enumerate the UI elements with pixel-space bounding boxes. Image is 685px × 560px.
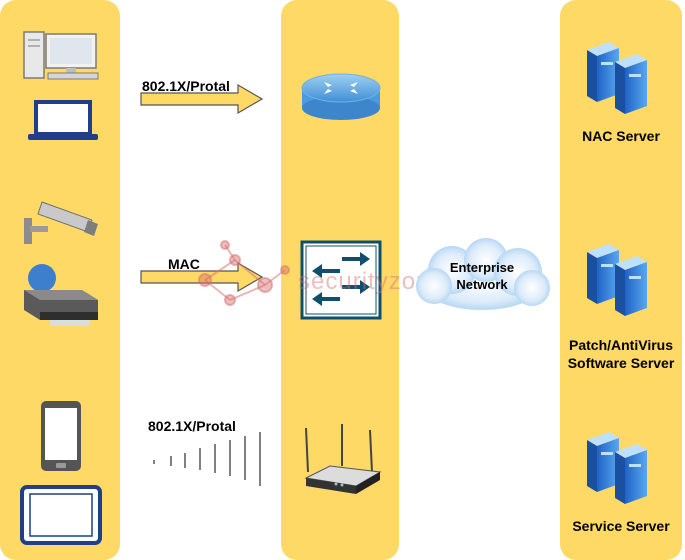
wireless-label: 802.1X/Protal (148, 418, 236, 434)
patch-antivirus-server-label-line1: Patch/AntiVirus (569, 337, 673, 353)
router-icon (301, 73, 381, 120)
camera-icon (24, 201, 98, 244)
arrow-label-8021x-top: 802.1X/Protal (142, 78, 230, 94)
wireless-signal-icon (153, 432, 261, 486)
cloud-label-line1: Enterprise (449, 260, 515, 275)
printer-icon (24, 264, 98, 326)
arrow-right-icon (140, 83, 264, 115)
cloud-label-line2: Network (456, 277, 508, 292)
cloud-icon (416, 238, 550, 310)
nac-server-label: NAC Server (582, 128, 660, 144)
server-icon (587, 244, 647, 316)
cloud-label: Enterprise Network (432, 259, 532, 293)
server-icon (587, 42, 647, 114)
laptop-icon (28, 100, 98, 140)
patch-antivirus-server-label: Patch/AntiVirus Software Server (556, 336, 685, 372)
service-server-label: Service Server (572, 518, 670, 534)
watermark-network-icon (198, 240, 290, 306)
arrow-label-mac: MAC (168, 256, 200, 272)
switch-icon (300, 240, 382, 320)
wireless-router-icon (304, 424, 382, 494)
patch-antivirus-server-label-line2: Software Server (567, 355, 675, 371)
server-icon (587, 432, 647, 504)
phone-icon (41, 401, 81, 471)
arrow-right-icon (140, 261, 264, 293)
desktop-icon (23, 31, 99, 80)
tablet-icon (20, 485, 102, 545)
